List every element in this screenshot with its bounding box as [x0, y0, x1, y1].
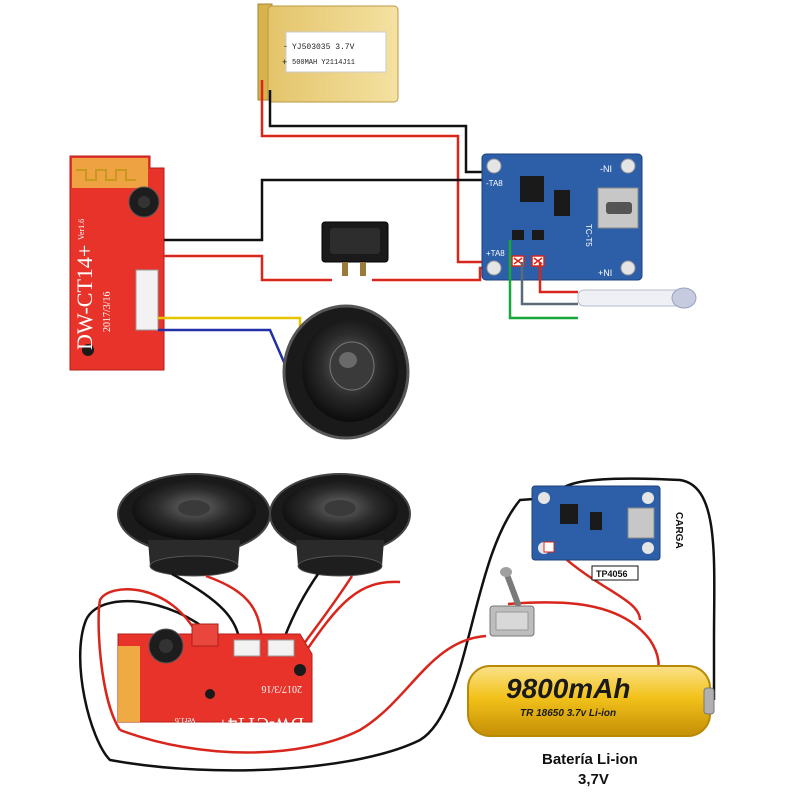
- bottom-amp-date: 2017/3/16: [261, 683, 302, 694]
- amp-red-wire-to-switch: [164, 254, 332, 282]
- bottom-amp-board: DW-CT14+ Ver1.6 2017/3/16: [117, 623, 313, 734]
- lipo-label-line1: YJ503035 3.7V: [292, 43, 355, 52]
- top-amp-date: 2017/3/16: [102, 291, 113, 332]
- right-speaker-red-wire: [296, 575, 354, 653]
- charger-caption-carga: CARGA: [673, 512, 684, 549]
- amp-black-wire: [164, 178, 494, 242]
- bottom-amp-model: DW-CT14+: [218, 714, 304, 734]
- bottom-charger-board: [531, 485, 661, 561]
- bottom-toggle-switch: [489, 567, 535, 637]
- lipo-label: [285, 31, 387, 73]
- battery-caption-line1: Batería Li-ion: [542, 751, 638, 768]
- lipo-label-line2: 500MAH Y2114J11: [292, 59, 355, 67]
- battery-18650: 9800mAh TR 18650 3.7v Li-ion: [467, 665, 715, 737]
- bottom-amp-version: Ver1.6: [175, 716, 196, 725]
- top-amp-version: Ver1.6: [77, 219, 86, 240]
- lipo-black-wire: [268, 90, 494, 174]
- bottom-amp-left-connector: [233, 639, 261, 657]
- charger-model-box: [591, 565, 639, 581]
- bottom-speaker-right: [269, 473, 411, 577]
- antenna-trace: [72, 158, 148, 188]
- lipo-red-wire: [260, 80, 494, 264]
- top-amp-board: DW-CT14+ Ver1.6 2017/3/16: [69, 155, 165, 371]
- top-charger-chip-text: TC-T5: [584, 224, 593, 247]
- led-gray-wire: [520, 262, 578, 306]
- speaker-blue-wire: [158, 328, 292, 377]
- top-speaker: [282, 304, 410, 440]
- top-charger-label-ni-minus: -NI: [600, 164, 612, 174]
- top-charger-label-bat-minus: -TA8: [486, 179, 503, 188]
- led-wires: [508, 240, 578, 320]
- bottom-amp-antenna: [118, 646, 140, 722]
- rgb-led: [577, 287, 697, 309]
- battery-positive-terminal: [703, 687, 715, 715]
- battery-caption-line2: 3,7V: [578, 771, 609, 788]
- lipo-plus-mark: +: [282, 57, 287, 67]
- top-rocker-switch: [321, 221, 389, 276]
- top-charger-chip: [520, 176, 544, 202]
- switch-feed-red-wire: [119, 634, 487, 754]
- charger-model-label: TP4056: [596, 569, 628, 579]
- speaker-yellow-wire: [158, 316, 302, 350]
- bottom-charger-usb-port: [627, 507, 655, 539]
- top-amp-model: DW-CT14+: [72, 245, 97, 350]
- bottom-amp-right-connector: [267, 639, 295, 657]
- led-green-wire: [508, 240, 578, 320]
- top-amp-mounting-hole: [82, 344, 94, 356]
- lipo-minus-mark: -: [284, 41, 287, 51]
- battery-capacity: 9800mAh: [506, 673, 631, 704]
- bottom-amp-power-connector: [191, 623, 219, 647]
- top-charger-board: -NI +NI -TA8 +TA8 TC-T5: [481, 153, 643, 281]
- charger-to-battery-black-wire: [554, 477, 716, 700]
- battery-model: TR 18650 3.7v Li-ion: [520, 708, 616, 719]
- top-charger-label-ni-plus: +NI: [598, 268, 612, 278]
- led-red-wire: [538, 262, 578, 294]
- lipo-battery: YJ503035 3.7V 500MAH Y2114J11 - +: [257, 3, 399, 103]
- bottom-wires: [78, 477, 716, 772]
- lipo-wires: [260, 80, 494, 264]
- charger-to-switch-red-wire: [559, 553, 642, 621]
- amp-power-red-wire: [97, 588, 200, 731]
- switch-red-wire-to-charger: [372, 266, 494, 282]
- top-amp-speaker-connector: [135, 269, 159, 331]
- amp-aux-red-wire: [298, 580, 401, 661]
- bottom-speaker-left: [117, 473, 271, 577]
- top-charger-label-bat-plus: +TA8: [486, 249, 505, 258]
